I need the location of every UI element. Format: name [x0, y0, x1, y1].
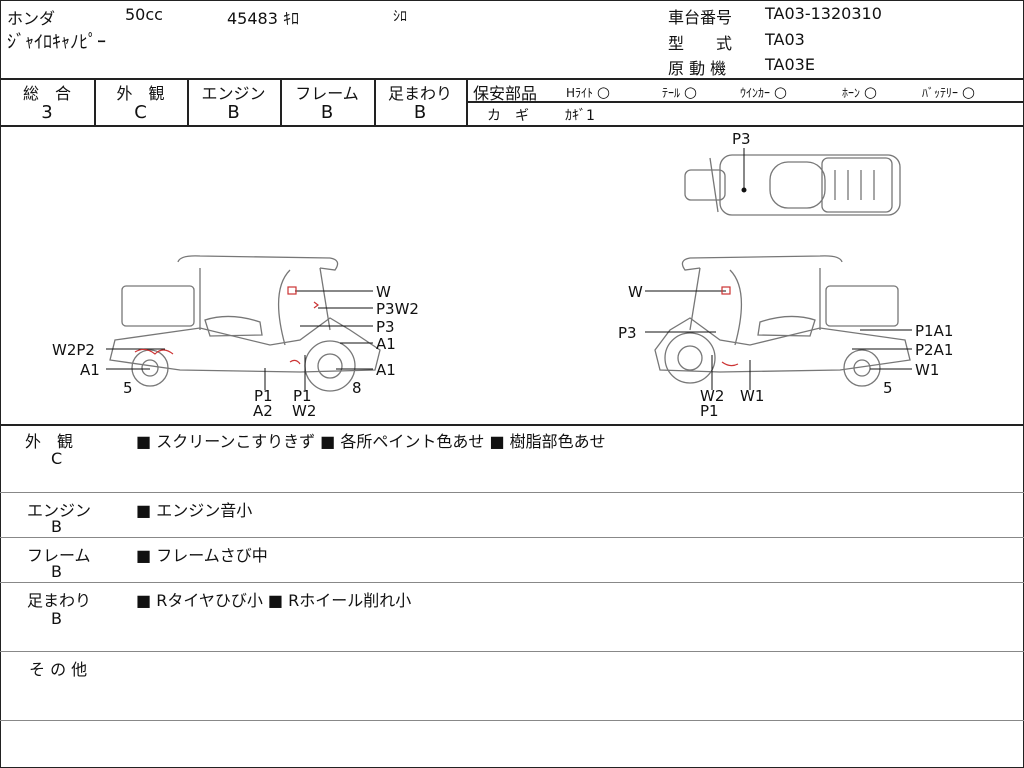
label: W2P2	[52, 341, 95, 359]
label: W1	[915, 361, 939, 379]
note-text: ■ フレームさび中	[136, 546, 268, 565]
label: P1A1	[915, 322, 953, 340]
rating-label: 総 合	[22, 84, 71, 103]
label: P3	[618, 324, 637, 342]
label: W2	[700, 387, 724, 405]
chassis-value: TA03-1320310	[765, 4, 882, 23]
rating-value: B	[413, 102, 427, 123]
label: W2	[292, 402, 316, 420]
note-text: ■ スクリーンこすりきず ■ 各所ペイント色あせ ■ 樹脂部色あせ	[136, 432, 606, 451]
label-top-p3: P3	[732, 130, 751, 148]
displacement: 50cc	[125, 5, 163, 24]
scooter-left-view	[109, 255, 381, 392]
safety-item-horn: ﾎｰﾝ ○	[842, 83, 877, 101]
item-name: Hﾗｲﾄ	[566, 86, 594, 100]
rating-label: 外 観	[116, 84, 165, 103]
engine-value: TA03E	[765, 55, 815, 74]
note-text: ■ エンジン音小	[136, 501, 253, 520]
note-grade: B	[51, 609, 62, 628]
scooter-top-view	[684, 154, 901, 216]
item-name: ﾎｰﾝ	[842, 86, 861, 100]
safety-item-tail: ﾃｰﾙ ○	[662, 83, 697, 101]
leader-lines	[106, 148, 912, 390]
label: 8	[352, 379, 362, 397]
rating-label: エンジン	[201, 84, 266, 103]
label: P1	[700, 402, 719, 420]
item-mark: ○	[683, 83, 697, 101]
label: A1	[80, 361, 100, 379]
color: ｼﾛ	[393, 9, 407, 25]
item-name: ｳｲﾝｶｰ	[740, 86, 771, 100]
safety-label: 保安部品	[473, 84, 538, 103]
engine-label: 原 動 機	[668, 59, 727, 78]
note-label: そ の 他	[29, 660, 88, 679]
type-label: 型 式	[668, 34, 733, 53]
item-mark: ○	[961, 83, 975, 101]
item-mark: ○	[596, 83, 610, 101]
safety-item-battery: ﾊﾞｯﾃﾘｰ ○	[922, 83, 975, 101]
rating-value: B	[227, 102, 240, 123]
key-value: ｶｷﾞ1	[565, 108, 595, 124]
label: P3	[376, 318, 395, 336]
item-mark: ○	[863, 83, 877, 101]
label: P1	[293, 387, 312, 405]
key-label: カ ギ	[487, 108, 529, 124]
damage-diagram: P3 W P3W2 P3 A1 A1 W2P2 A1 5 P1 A2 P1 W2…	[52, 130, 953, 420]
item-name: ﾊﾞｯﾃﾘｰ	[922, 86, 959, 100]
label: W1	[740, 387, 764, 405]
note-grade: B	[51, 562, 62, 581]
label: 5	[883, 379, 893, 397]
safety-item-headlight: Hﾗｲﾄ ○	[566, 83, 610, 101]
rating-value: 3	[41, 102, 53, 123]
damage-marks	[134, 286, 739, 367]
chassis-label: 車台番号	[668, 8, 733, 27]
label: P3W2	[376, 300, 419, 318]
rating-label: 足まわり	[387, 84, 452, 103]
safety-item-winker: ｳｲﾝｶｰ ○	[740, 83, 787, 101]
note-label: フレーム	[27, 546, 91, 565]
maker: ホンダ	[7, 9, 56, 28]
note-text: ■ Rタイヤひび小 ■ Rホイール削れ小	[136, 591, 412, 610]
note-label: 外 観	[25, 432, 74, 451]
label: W	[376, 283, 391, 301]
rating-value: C	[134, 102, 147, 123]
label: A1	[376, 335, 396, 353]
label: P2A1	[915, 341, 953, 359]
label: A2	[253, 402, 273, 420]
note-label: エンジン	[27, 501, 92, 520]
mileage: 45483 ｷﾛ	[227, 9, 299, 28]
rating-label: フレーム	[295, 84, 359, 103]
label: 5	[123, 379, 133, 397]
item-mark: ○	[773, 83, 787, 101]
note-grade: C	[51, 449, 63, 468]
item-name: ﾃｰﾙ	[662, 86, 681, 100]
rating-value: B	[320, 102, 334, 123]
note-label: 足まわり	[27, 591, 92, 610]
scooter-right-view	[654, 255, 911, 387]
type-value: TA03	[765, 30, 805, 49]
label: W	[628, 283, 643, 301]
model-name: ｼﾞｬｲﾛｷｬﾉﾋﾟｰ	[7, 32, 106, 53]
label: A1	[376, 361, 396, 379]
note-grade: B	[51, 517, 62, 536]
label: P1	[254, 387, 273, 405]
